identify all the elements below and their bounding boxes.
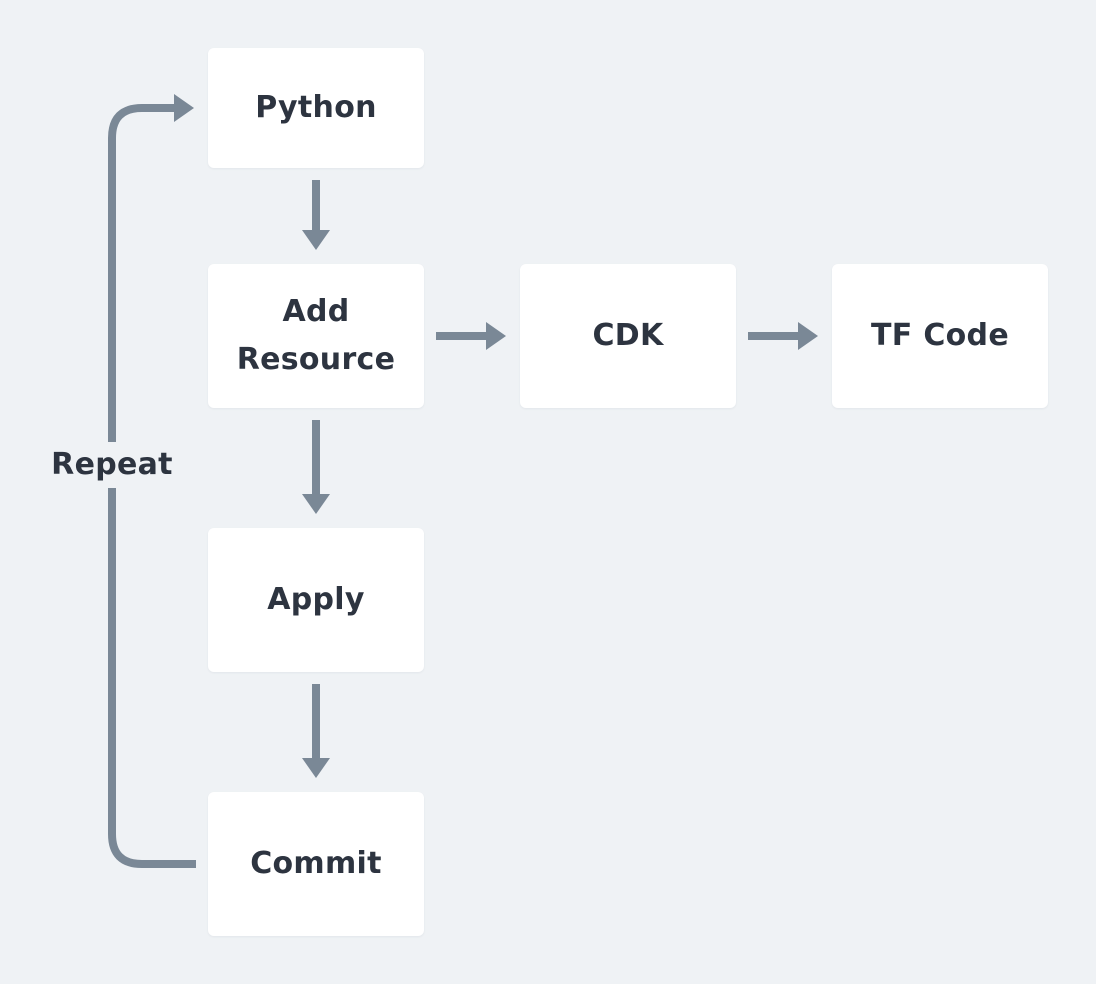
node-cdk: CDK xyxy=(520,264,736,408)
arrowhead-add-resource-to-cdk xyxy=(486,322,506,350)
arrowhead-python-to-add-resource xyxy=(302,230,330,250)
node-add-resource-label: Add Resource xyxy=(236,294,396,377)
node-python: Python xyxy=(208,48,424,168)
node-commit-label: Commit xyxy=(250,846,382,881)
node-python-label: Python xyxy=(255,90,377,125)
repeat-loop-label: Repeat xyxy=(44,442,180,488)
node-apply: Apply xyxy=(208,528,424,672)
node-tf-code-label: TF Code xyxy=(871,318,1009,353)
node-commit: Commit xyxy=(208,792,424,936)
node-tf-code: TF Code xyxy=(832,264,1048,408)
arrowhead-apply-to-commit xyxy=(302,758,330,778)
arrowhead-loop-to-python xyxy=(174,94,194,122)
arrowhead-add-resource-to-apply xyxy=(302,494,330,514)
node-apply-label: Apply xyxy=(267,582,365,617)
arrowhead-cdk-to-tf-code xyxy=(798,322,818,350)
node-cdk-label: CDK xyxy=(592,318,664,353)
node-add-resource: Add Resource xyxy=(208,264,424,408)
